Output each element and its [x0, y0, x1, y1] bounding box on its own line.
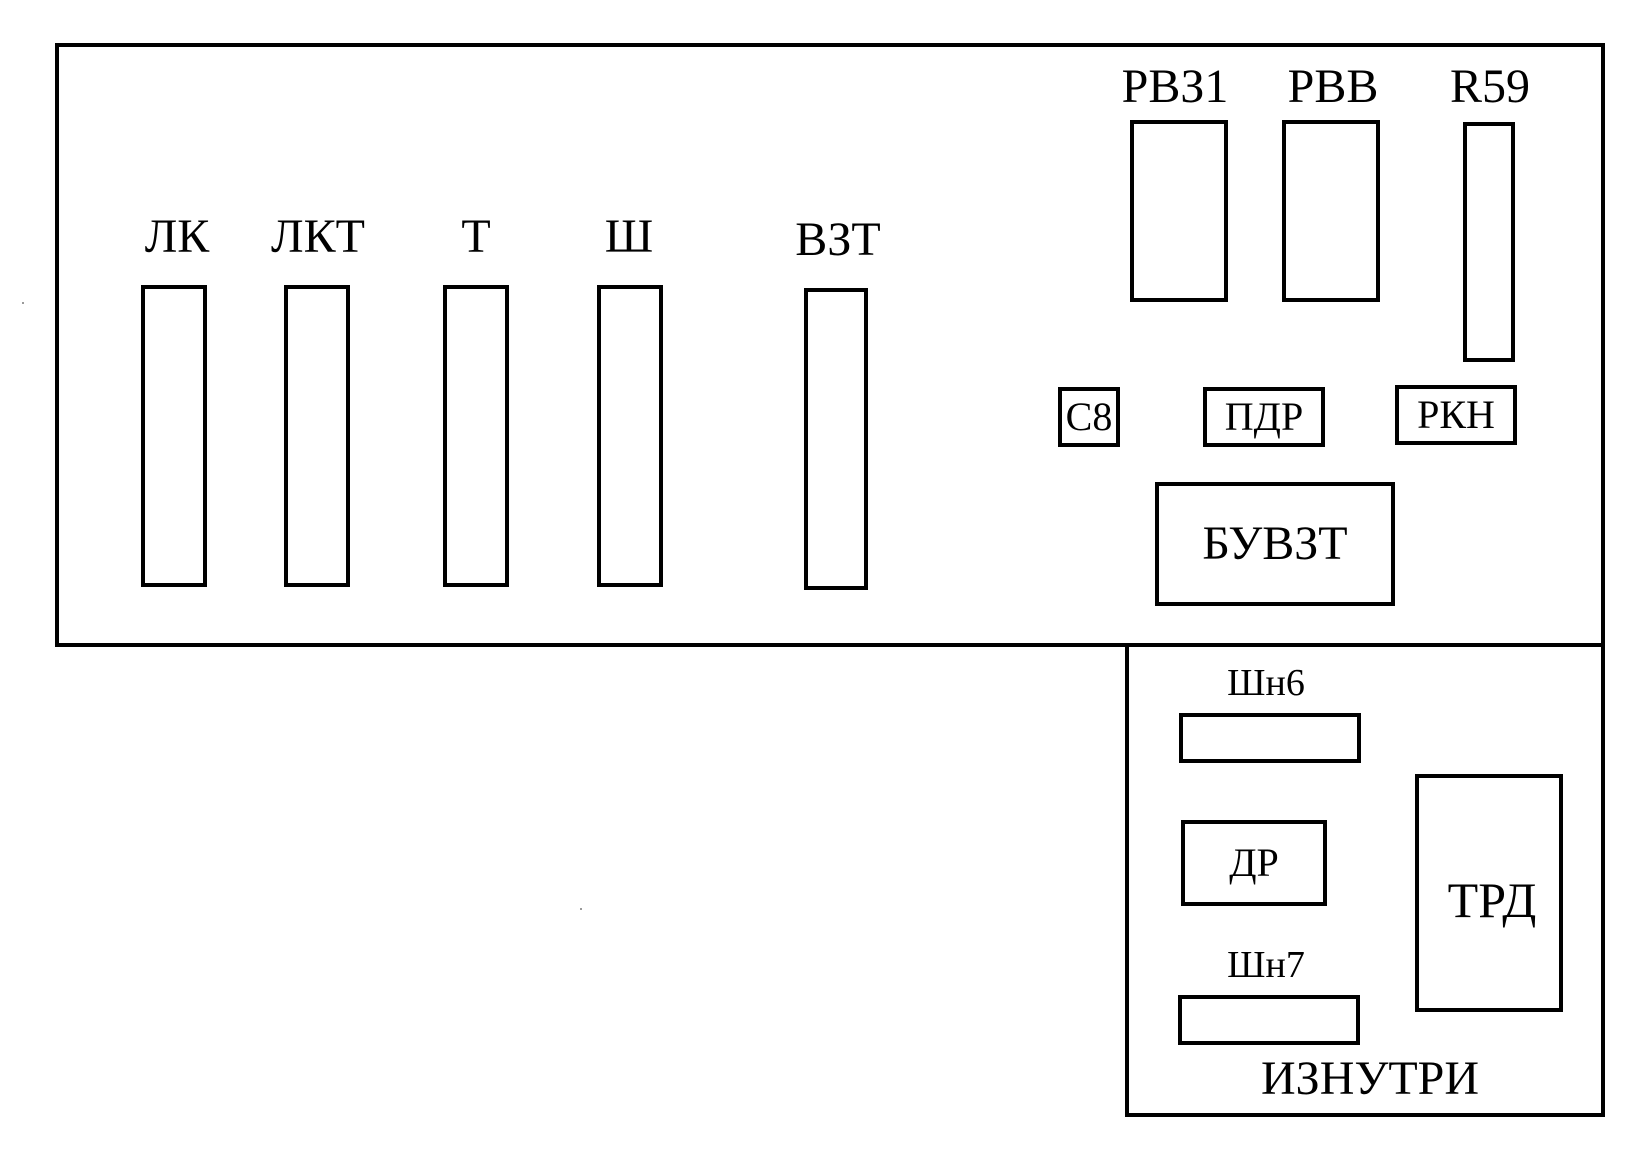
label-sh: Ш — [604, 210, 654, 263]
label-shn6: Шн6 — [1227, 662, 1305, 704]
label-lk: ЛК — [144, 210, 210, 263]
label-r59: R59 — [1449, 60, 1531, 113]
box-buvzt: БУВЗТ — [1155, 482, 1395, 606]
main-panel — [55, 43, 1605, 647]
label-vzt: ВЗТ — [795, 213, 881, 266]
box-trd — [1415, 774, 1563, 1012]
box-rvz1 — [1130, 120, 1228, 302]
label-t: Т — [461, 210, 491, 263]
label-rvz1: РВЗ1 — [1121, 60, 1229, 113]
label-rvv: РВВ — [1287, 60, 1379, 113]
box-sh — [597, 285, 663, 587]
label-inside-title: ИЗНУТРИ — [1260, 1052, 1480, 1105]
label-trd: ТРД — [1447, 872, 1537, 928]
box-shn6 — [1179, 713, 1361, 763]
box-lk — [141, 285, 207, 587]
box-shn7 — [1178, 995, 1360, 1045]
box-rvv — [1282, 120, 1380, 302]
box-lkt — [284, 285, 350, 587]
scan-speck — [22, 302, 24, 304]
box-r59 — [1463, 122, 1515, 362]
label-lkt: ЛКТ — [271, 210, 365, 263]
box-vzt — [804, 288, 868, 590]
box-rkn: РКН — [1395, 385, 1517, 445]
box-t — [443, 285, 509, 587]
box-dr: ДР — [1181, 820, 1327, 906]
label-shn7: Шн7 — [1227, 944, 1305, 986]
inside-panel — [1125, 643, 1605, 1117]
box-c8: С8 — [1058, 387, 1120, 447]
scan-speck — [580, 908, 582, 910]
box-pdr: ПДР — [1203, 387, 1325, 447]
